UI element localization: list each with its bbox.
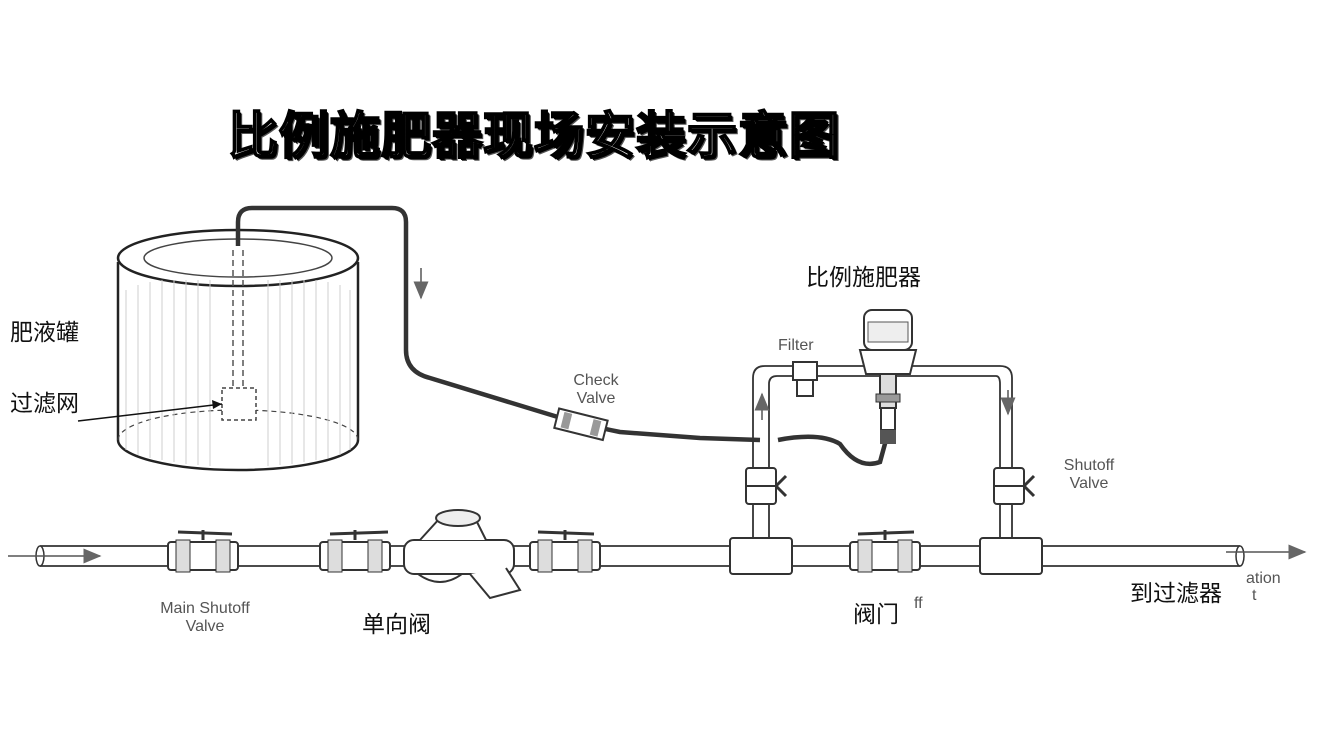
injector: [858, 309, 918, 444]
label-shutoff-valve: Shutoff Valve: [1044, 457, 1134, 493]
inlet-tee: [729, 537, 793, 575]
label-check-valve-cn: 单向阀: [362, 612, 431, 638]
outlet-tee: [979, 537, 1043, 575]
label-tank: 肥液罐: [10, 320, 79, 346]
loop-shutoff-left: [745, 467, 788, 505]
strainer-box: [221, 387, 257, 421]
label-strainer: 过滤网: [10, 391, 79, 417]
main-shutoff-valve: [167, 530, 239, 573]
label-main-shutoff-valve: Main Shutoff Valve: [130, 600, 280, 636]
irrigation-frag-line-2: t: [1252, 587, 1257, 604]
label-bypass-fragment: ff: [914, 595, 923, 612]
diagram-title: 比例施肥器现场安装示意图: [227, 105, 840, 166]
inline-valve-3: [529, 530, 601, 573]
fertilizer-tank: [116, 228, 360, 472]
loop-shutoff-right: [993, 467, 1036, 505]
irrigation-frag-line-1: ation: [1246, 570, 1281, 587]
shutoff-line-2: Valve: [1069, 475, 1109, 492]
tube-check-valve: [553, 407, 609, 442]
label-injector: 比例施肥器: [806, 265, 921, 291]
injector-inlet-tube: [777, 434, 889, 467]
label-filter: Filter: [778, 337, 814, 354]
label-to-filter: 到过滤器: [1130, 581, 1222, 607]
label-valve-cn: 阀门: [853, 602, 899, 628]
inline-valve-2: [319, 530, 391, 573]
main-check-valve: [403, 509, 522, 600]
shutoff-line-1: Shutoff: [1063, 457, 1115, 474]
check-valve-line-1: Check: [573, 372, 619, 389]
bypass-valve: [849, 530, 921, 573]
check-valve-line-2: Valve: [576, 390, 616, 407]
loop-filter: [792, 361, 818, 397]
main-shutoff-line-2: Valve: [185, 618, 225, 635]
main-shutoff-line-1: Main Shutoff: [160, 600, 250, 617]
label-irrigation-fragment: ation t: [1246, 570, 1281, 604]
label-check-valve-en: Check Valve: [556, 372, 636, 408]
